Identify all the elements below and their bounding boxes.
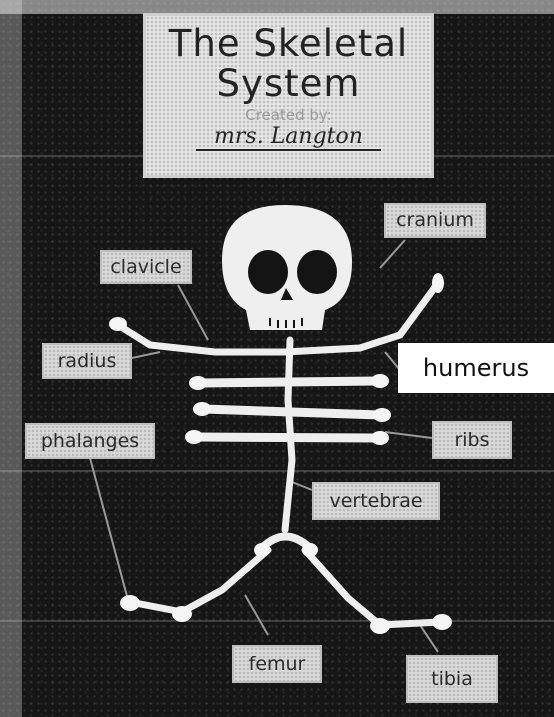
cranium-pointer: [380, 240, 405, 268]
label-tibia: tibia: [406, 655, 498, 703]
pelvis-swab: [262, 537, 310, 549]
femur-pointer: [245, 595, 268, 635]
left-eye-socket: [248, 250, 288, 294]
label-radius: radius: [42, 343, 132, 379]
radius-pointer: [132, 352, 160, 358]
label-humerus: humerus: [398, 343, 554, 393]
bones: [118, 283, 440, 625]
right-eye-socket: [297, 250, 337, 294]
phalanges-pointer: [90, 458, 128, 600]
label-clavicle: clavicle: [100, 250, 192, 284]
skull: [222, 205, 352, 330]
ribs-pointer: [385, 432, 432, 438]
right-leg-swabs: [305, 550, 440, 625]
label-ribs: ribs: [432, 421, 512, 459]
left-leg-swabs: [130, 550, 268, 612]
author-name: mrs. Langton: [196, 124, 381, 151]
tibia-pointer: [420, 625, 438, 652]
created-by-label: Created by:: [146, 106, 431, 124]
title-line-2: System: [146, 64, 431, 104]
vertebrae-pointer: [292, 482, 312, 490]
label-phalanges: phalanges: [25, 423, 155, 459]
label-femur: femur: [232, 645, 322, 683]
clavicle-pointer: [178, 285, 208, 340]
title-card: The Skeletal System Created by: mrs. Lan…: [143, 13, 434, 178]
label-vertebrae: vertebrae: [312, 482, 440, 520]
label-cranium: cranium: [384, 203, 486, 238]
title-line-1: The Skeletal: [146, 24, 431, 64]
